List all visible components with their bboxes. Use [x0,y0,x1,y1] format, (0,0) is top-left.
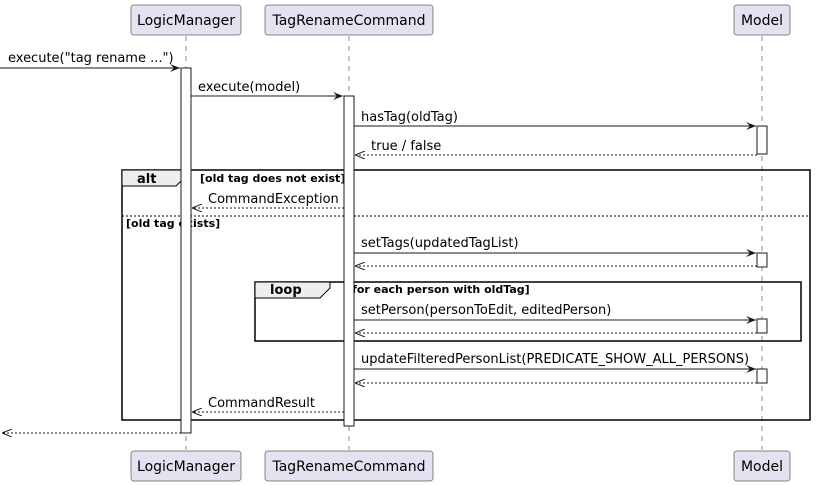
message-label: CommandException [208,192,339,207]
message-set-person: setPerson(personToEdit, editedPerson) [354,303,756,324]
alt-keyword: alt [137,172,156,187]
participant-logic-manager-bottom: LogicManager [130,450,242,482]
alt-guard-2: [old tag exists] [126,217,220,230]
participant-model-bottom: Model [733,450,791,482]
participant-label: LogicManager [137,459,235,475]
message-update-filtered: updateFilteredPersonList(PREDICATE_SHOW_… [354,352,756,373]
participant-label: TagRenameCommand [271,459,425,475]
message-label: execute(model) [198,80,300,95]
message-label: true / false [371,139,441,154]
loop-guard: [for each person with oldTag] [347,283,530,296]
participant-label: TagRenameCommand [271,13,425,29]
participant-tag-rename-command-top: TagRenameCommand [264,4,434,36]
message-label: hasTag(oldTag) [361,110,458,125]
participant-label: Model [741,459,783,475]
activation-model-update [756,368,768,384]
activation-logic-manager [180,67,192,434]
return-command-exception: CommandException [192,192,344,208]
message-label: execute("tag rename ...") [8,51,174,66]
message-label: CommandResult [208,396,315,411]
participant-logic-manager-top: LogicManager [130,4,242,36]
message-execute-command: execute("tag rename ...") [0,51,180,72]
participant-model-top: Model [733,4,791,36]
message-label: updateFilteredPersonList(PREDICATE_SHOW_… [361,352,749,367]
participant-label: LogicManager [137,13,235,29]
loop-keyword: loop [270,283,302,298]
activation-tag-rename-command [343,95,355,427]
message-label: setPerson(personToEdit, editedPerson) [361,303,611,318]
message-label: setTags(updatedTagList) [361,236,519,251]
message-execute-model: execute(model) [191,80,343,100]
activation-model-settags [756,252,768,268]
activation-model-setperson [756,318,768,334]
participant-tag-rename-command-bottom: TagRenameCommand [264,450,434,482]
return-command-result: CommandResult [192,396,344,412]
participant-label: Model [741,13,783,29]
alt-frame: alt [old tag does not exist] [old tag ex… [121,169,811,421]
activation-model-hastag [756,125,768,155]
alt-guard-1: [old tag does not exist] [200,172,345,185]
return-true-false: true / false [355,139,757,155]
message-set-tags: setTags(updatedTagList) [354,236,756,257]
loop-frame: loop [for each person with oldTag] [254,281,802,342]
message-has-tag: hasTag(oldTag) [354,110,756,130]
